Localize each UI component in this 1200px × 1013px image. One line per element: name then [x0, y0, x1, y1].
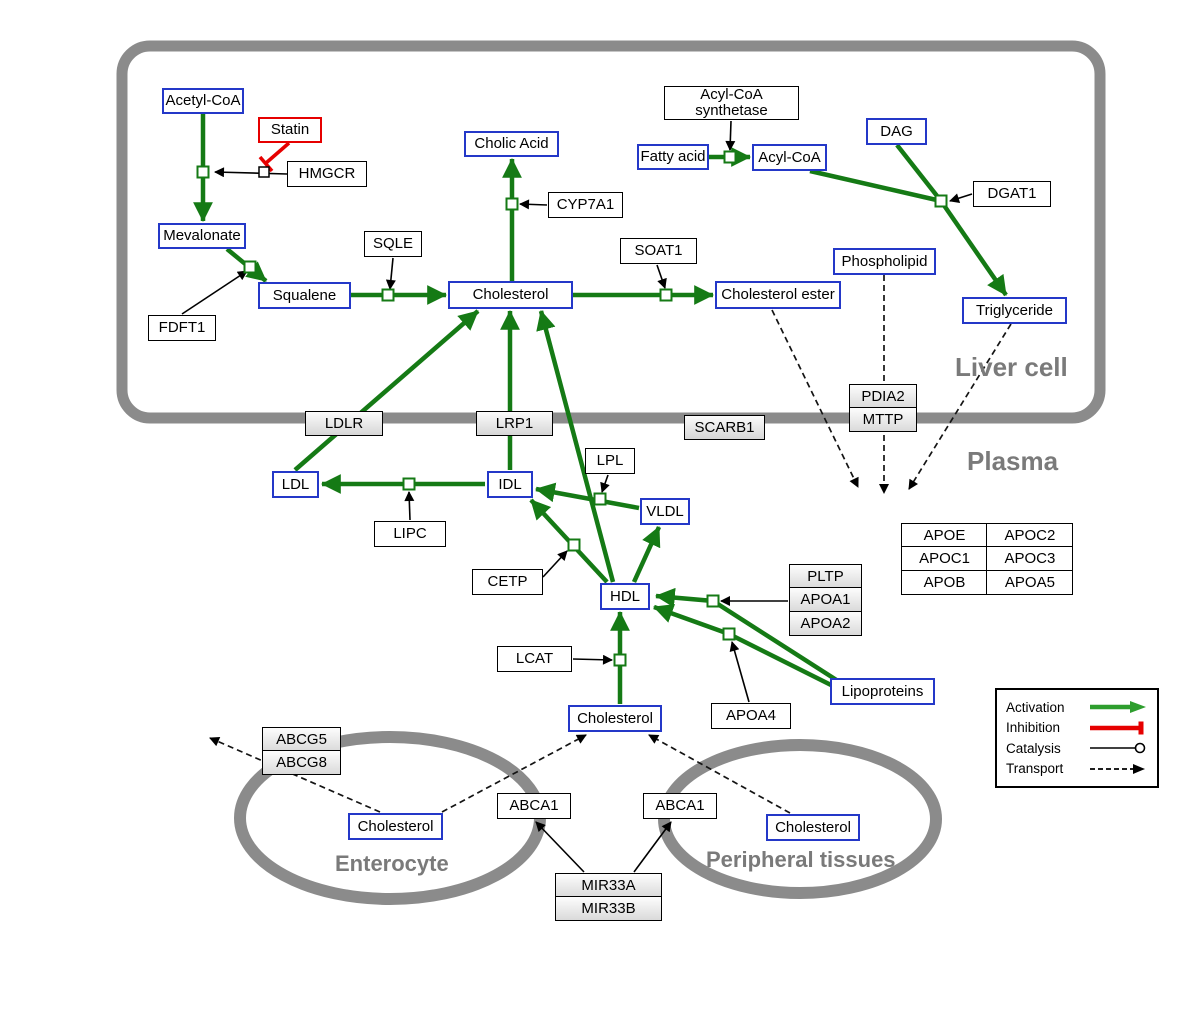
- node-soat1[interactable]: SOAT1: [620, 238, 697, 264]
- stack-mir33a-mir33b[interactable]: MIR33A MIR33B: [555, 873, 662, 922]
- legend-catalysis-label: Catalysis: [1006, 740, 1061, 756]
- node-ldlr[interactable]: LDLR: [305, 411, 383, 436]
- stack-abcg5-abcg8[interactable]: ABCG5 ABCG8: [262, 727, 341, 776]
- stack-pdia2-mttp[interactable]: PDIA2 MTTP: [849, 384, 917, 433]
- legend-row-activation: Activation: [1006, 697, 1148, 718]
- node-ldl[interactable]: LDL: [272, 471, 319, 498]
- node-abca1-right[interactable]: ABCA1: [643, 793, 717, 819]
- node-sqle[interactable]: SQLE: [364, 231, 422, 257]
- node-cholesterol-peripheral[interactable]: Cholesterol: [766, 814, 860, 841]
- legend: Activation Inhibition Catalysis Transpor…: [995, 688, 1159, 788]
- node-lipoproteins[interactable]: Lipoproteins: [830, 678, 935, 705]
- node-acetyl-coa[interactable]: Acetyl-CoA: [162, 88, 244, 114]
- node-mevalonate[interactable]: Mevalonate: [158, 223, 246, 249]
- node-cholesterol-liver[interactable]: Cholesterol: [448, 281, 573, 309]
- node-squalene[interactable]: Squalene: [258, 282, 351, 309]
- node-cholesterol-ester[interactable]: Cholesterol ester: [715, 281, 841, 309]
- legend-row-transport: Transport: [1006, 759, 1148, 780]
- liver-cell-membrane: [116, 40, 1106, 424]
- node-hdl[interactable]: HDL: [600, 583, 650, 610]
- stack-row-apoa1[interactable]: APOA1: [789, 587, 862, 613]
- stack-row-mttp[interactable]: MTTP: [849, 407, 917, 433]
- node-acyl-coa-synthetase[interactable]: Acyl-CoA synthetase: [664, 86, 799, 120]
- node-dag[interactable]: DAG: [866, 118, 927, 145]
- apo-cell-apoa5[interactable]: APOA5: [986, 569, 1074, 595]
- node-lcat[interactable]: LCAT: [497, 646, 572, 672]
- apo-cell-apob[interactable]: APOB: [901, 569, 988, 595]
- node-lrp1[interactable]: LRP1: [476, 411, 553, 436]
- apo-cell-apoc2[interactable]: APOC2: [986, 523, 1074, 548]
- legend-inhibition-label: Inhibition: [1006, 720, 1061, 736]
- peripheral-tissues-membrane: [658, 739, 942, 899]
- transport-dashed-arrow-icon: [1090, 763, 1145, 774]
- stack-row-abcg5[interactable]: ABCG5: [262, 727, 341, 752]
- stack-row-abcg8[interactable]: ABCG8: [262, 750, 341, 776]
- node-phospholipid[interactable]: Phospholipid: [833, 248, 936, 275]
- node-hmgcr[interactable]: HMGCR: [287, 161, 367, 187]
- node-cyp7a1[interactable]: CYP7A1: [548, 192, 623, 218]
- stack-row-pltp[interactable]: PLTP: [789, 564, 862, 589]
- catalysis-edges: [181, 120, 973, 873]
- node-scarb1[interactable]: SCARB1: [684, 415, 765, 440]
- stack-row-apoa2[interactable]: APOA2: [789, 610, 862, 636]
- node-dgat1[interactable]: DGAT1: [973, 181, 1051, 207]
- label-peripheral-tissues: Peripheral tissues: [706, 847, 896, 872]
- legend-row-catalysis: Catalysis: [1006, 738, 1148, 759]
- stack-row-pdia2[interactable]: PDIA2: [849, 384, 917, 409]
- stack-pltp-apoa1-apoa2[interactable]: PLTP APOA1 APOA2: [789, 564, 862, 636]
- node-lpl[interactable]: LPL: [585, 448, 635, 474]
- catalysis-circle-icon: [1090, 742, 1146, 754]
- node-lipc[interactable]: LIPC: [374, 521, 446, 547]
- stack-row-mir33a[interactable]: MIR33A: [555, 873, 662, 898]
- node-cholic-acid[interactable]: Cholic Acid: [464, 131, 559, 157]
- reaction-squares: [196, 150, 948, 667]
- node-abca1-left[interactable]: ABCA1: [497, 793, 571, 819]
- apo-cell-apoc1[interactable]: APOC1: [901, 546, 988, 572]
- node-vldl[interactable]: VLDL: [640, 498, 690, 525]
- legend-row-inhibition: Inhibition: [1006, 718, 1148, 739]
- label-plasma: Plasma: [967, 446, 1059, 476]
- legend-activation-label: Activation: [1006, 699, 1065, 715]
- node-fdft1[interactable]: FDFT1: [148, 315, 216, 341]
- apo-cell-apoe[interactable]: APOE: [901, 523, 988, 548]
- node-fatty-acid[interactable]: Fatty acid: [637, 144, 709, 170]
- label-enterocyte: Enterocyte: [335, 851, 449, 876]
- node-acyl-coa[interactable]: Acyl-CoA: [752, 144, 827, 171]
- node-cholesterol-enterocyte[interactable]: Cholesterol: [348, 813, 443, 840]
- stack-row-mir33b[interactable]: MIR33B: [555, 896, 662, 922]
- apo-cell-apoc3[interactable]: APOC3: [986, 546, 1074, 572]
- node-triglyceride[interactable]: Triglyceride: [962, 297, 1067, 324]
- node-idl[interactable]: IDL: [487, 471, 533, 498]
- hmgcr-reaction-square: [258, 166, 270, 178]
- node-statin[interactable]: Statin: [258, 117, 322, 143]
- label-liver-cell: Liver cell: [955, 352, 1068, 382]
- activation-arrow-icon: [1090, 701, 1146, 714]
- node-cholesterol-plasma[interactable]: Cholesterol: [568, 705, 662, 732]
- apolipoprotein-table[interactable]: APOE APOC2 APOC1 APOC3 APOB APOA5: [901, 523, 1075, 595]
- node-apoa4[interactable]: APOA4: [711, 703, 791, 729]
- inhibition-edge: [258, 141, 291, 173]
- node-cetp[interactable]: CETP: [472, 569, 543, 595]
- inhibition-tbar-icon: [1090, 721, 1144, 735]
- legend-transport-label: Transport: [1006, 761, 1064, 777]
